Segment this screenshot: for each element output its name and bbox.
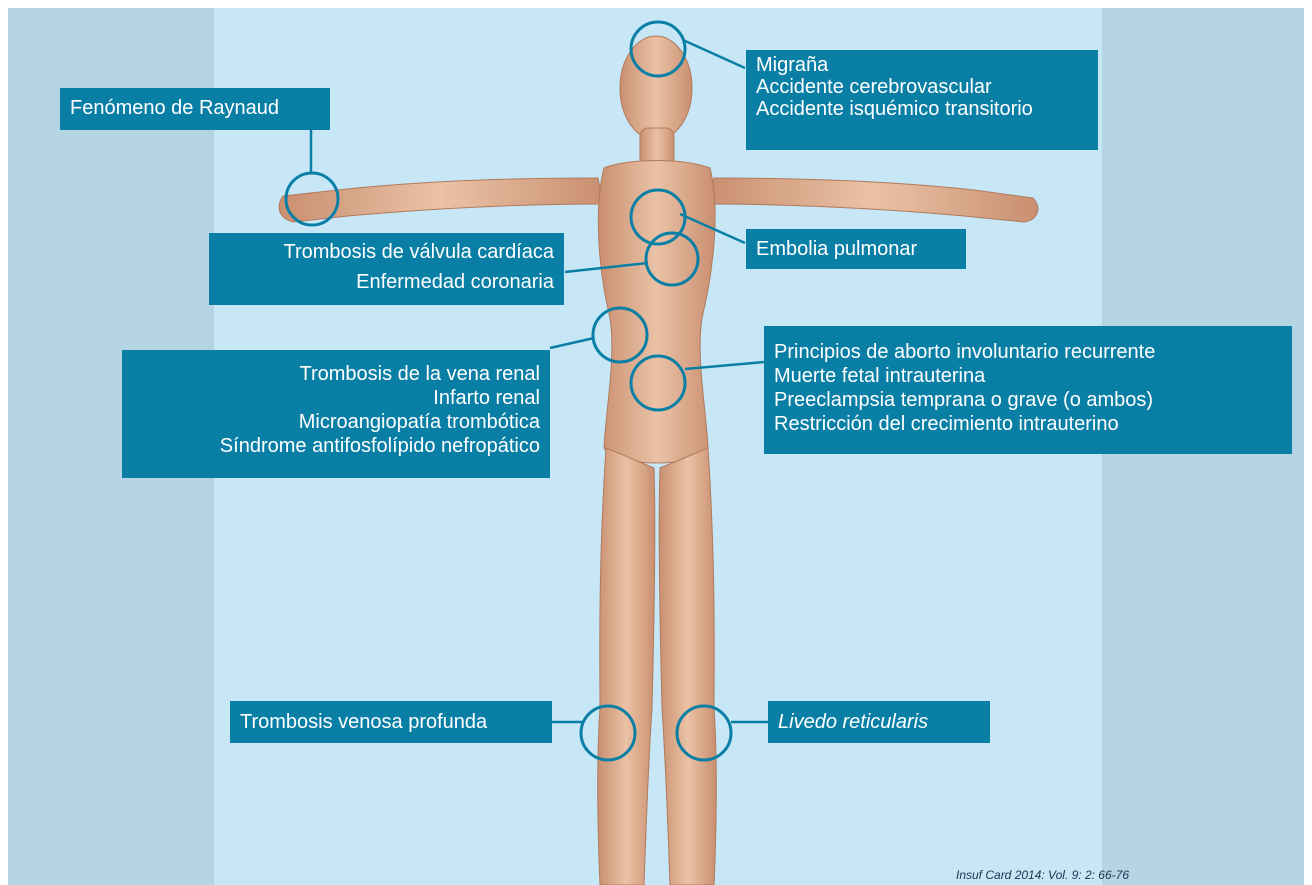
label-hand: Fenómeno de Raynaud bbox=[60, 88, 330, 130]
label-kidney-line-3: Microangiopatía trombótica bbox=[132, 410, 540, 434]
figure-canvas: Migraña Accidente cerebrovascular Accide… bbox=[8, 8, 1304, 885]
label-head-line-2: Accidente cerebrovascular bbox=[756, 76, 1088, 98]
left-leg bbox=[659, 448, 716, 885]
label-kidney: Trombosis de la vena renal Infarto renal… bbox=[122, 350, 550, 478]
label-kidney-line-4: Síndrome antifosfolípido nefropático bbox=[132, 434, 540, 458]
label-lung: Embolia pulmonar bbox=[746, 229, 966, 269]
label-pregnancy-line-2: Muerte fetal intrauterina bbox=[774, 364, 1282, 388]
label-heart-line-2: Enfermedad coronaria bbox=[219, 267, 554, 297]
label-pregnancy-line-4: Restricción del crecimiento intrauterino bbox=[774, 412, 1282, 436]
right-arm bbox=[279, 178, 603, 222]
label-pregnancy-line-3: Preeclampsia temprana o grave (o ambos) bbox=[774, 388, 1282, 412]
label-left-leg-line-1: Livedo reticularis bbox=[778, 705, 980, 739]
label-head-line-1: Migraña bbox=[756, 54, 1088, 76]
label-kidney-line-1: Trombosis de la vena renal bbox=[132, 362, 540, 386]
label-lung-line-1: Embolia pulmonar bbox=[756, 233, 956, 265]
head-leader bbox=[683, 40, 745, 68]
label-heart: Trombosis de válvula cardíaca Enfermedad… bbox=[209, 233, 564, 305]
label-head-line-3: Accidente isquémico transitorio bbox=[756, 98, 1088, 120]
left-arm bbox=[709, 178, 1038, 222]
kidney-leader bbox=[550, 338, 594, 348]
label-head: Migraña Accidente cerebrovascular Accide… bbox=[746, 50, 1098, 150]
right-leg bbox=[598, 448, 655, 885]
label-kidney-line-2: Infarto renal bbox=[132, 386, 540, 410]
label-right-leg: Trombosis venosa profunda bbox=[230, 701, 552, 743]
label-pregnancy: Principios de aborto involuntario recurr… bbox=[764, 326, 1292, 454]
citation: Insuf Card 2014: Vol. 9: 2: 66-76 bbox=[956, 868, 1129, 882]
label-pregnancy-line-1: Principios de aborto involuntario recurr… bbox=[774, 340, 1282, 364]
label-hand-line-1: Fenómeno de Raynaud bbox=[70, 92, 320, 124]
label-left-leg: Livedo reticularis bbox=[768, 701, 990, 743]
label-heart-line-1: Trombosis de válvula cardíaca bbox=[219, 237, 554, 267]
torso bbox=[598, 161, 715, 464]
label-right-leg-line-1: Trombosis venosa profunda bbox=[240, 705, 542, 739]
